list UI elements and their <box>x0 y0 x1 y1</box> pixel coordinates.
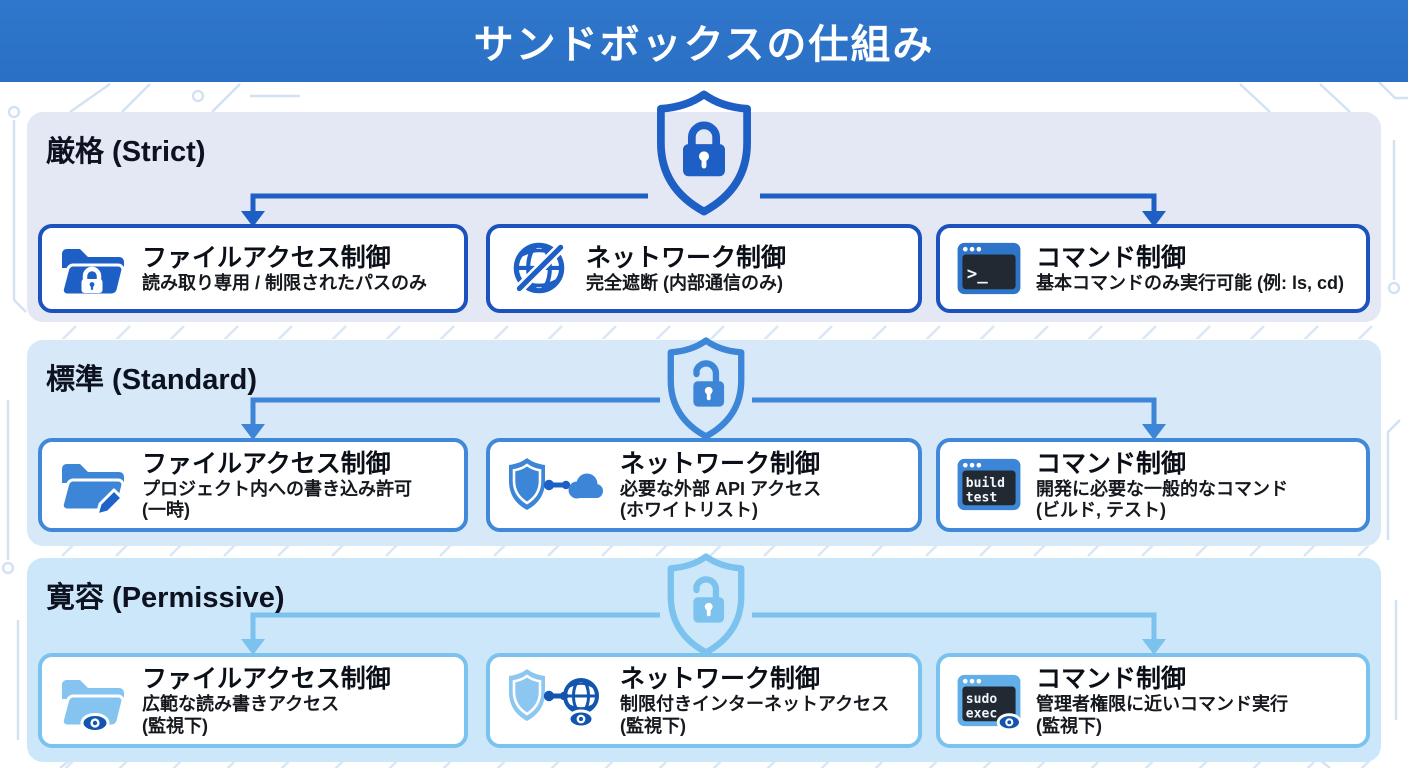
page-title: サンドボックスの仕組み <box>473 23 935 67</box>
permissive-arrow-lines <box>250 612 1157 640</box>
card-permissive-file-access: ファイルアクセス制御 広範な読み書きアクセス (監視下) <box>38 653 468 748</box>
card-title: ファイルアクセス制御 <box>142 665 391 694</box>
card-permissive-network: ネットワーク制御 制限付きインターネットアクセス (監視下) <box>486 653 922 748</box>
card-subtitle: 基本コマンドのみ実行可能 (例: ls, cd) <box>1036 272 1345 293</box>
card-subtitle: 管理者権限に近いコマンド実行 <box>1036 694 1288 715</box>
card-strict-file-access: ファイルアクセス制御 読み取り専用 / 制限されたパスのみ <box>38 224 468 313</box>
permissive-arrowheads <box>241 639 1166 655</box>
shield-unlock-icon <box>667 553 745 656</box>
folder-edit-icon <box>58 453 128 517</box>
shield-unlock-icon <box>667 337 745 440</box>
standard-arrow-lines <box>250 397 1157 425</box>
card-text: ネットワーク制御 必要な外部 API アクセス (ホワイトリスト) <box>620 449 821 521</box>
svg-text:sudo: sudo <box>966 691 998 706</box>
card-subtitle: (ホワイトリスト) <box>620 500 758 520</box>
card-subtitle: (監視下) <box>1036 715 1102 736</box>
card-strict-network: ネットワーク制御 完全遮断 (内部通信のみ) <box>486 224 922 313</box>
card-text: コマンド制御 開発に必要な一般的なコマンド (ビルド, テスト) <box>1036 449 1288 521</box>
card-title: コマンド制御 <box>1036 243 1187 272</box>
card-title: ファイルアクセス制御 <box>142 243 391 272</box>
card-title: ファイルアクセス制御 <box>142 449 391 478</box>
svg-text:exec: exec <box>966 706 997 721</box>
card-text: ネットワーク制御 制限付きインターネットアクセス (監視下) <box>620 664 889 736</box>
card-title: ネットワーク制御 <box>620 449 821 478</box>
header-bar: サンドボックスの仕組み <box>0 0 1408 82</box>
terminal-sudo-eye-icon: sudo exec <box>956 672 1022 731</box>
card-title: ネットワーク制御 <box>586 243 787 272</box>
card-subtitle: 開発に必要な一般的なコマンド <box>1036 478 1288 499</box>
terminal-prompt-icon: >_ <box>956 240 1022 298</box>
card-subtitle: (一時) <box>142 500 190 520</box>
card-text: ネットワーク制御 完全遮断 (内部通信のみ) <box>586 243 786 294</box>
globe-blocked-icon <box>506 236 572 302</box>
card-subtitle: (監視下) <box>142 715 208 736</box>
card-subtitle: (ビルド, テスト) <box>1036 500 1166 520</box>
svg-text:test: test <box>966 490 997 505</box>
card-subtitle: 広範な読み書きアクセス <box>142 694 340 715</box>
folder-eye-icon <box>58 669 128 733</box>
card-title: コマンド制御 <box>1036 665 1187 694</box>
shield-cloud-icon <box>506 454 606 516</box>
card-subtitle: (監視下) <box>620 715 686 736</box>
card-standard-command: build test コマンド制御 開発に必要な一般的なコマンド (ビルド, テ… <box>936 438 1370 532</box>
tier-label-permissive: 寛容 (Permissive) <box>46 582 285 614</box>
shield-lock-icon <box>657 90 751 216</box>
svg-text:build: build <box>966 476 1005 491</box>
strict-arrowheads <box>241 211 1166 227</box>
card-text: ファイルアクセス制御 広範な読み書きアクセス (監視下) <box>142 664 391 736</box>
card-text: ファイルアクセス制御 プロジェクト内への書き込み許可 (一時) <box>142 449 412 521</box>
card-subtitle: 読み取り専用 / 制限されたパスのみ <box>142 272 428 293</box>
card-subtitle: 制限付きインターネットアクセス <box>620 694 890 715</box>
card-subtitle: プロジェクト内への書き込み許可 <box>142 478 412 499</box>
strict-arrow-lines <box>250 193 1157 213</box>
card-permissive-command: sudo exec コマンド制御 管理者権限に近いコマンド実行 (監視下) <box>936 653 1370 748</box>
terminal-build-icon: build test <box>956 456 1022 514</box>
svg-text:>_: >_ <box>967 264 988 284</box>
card-standard-network: ネットワーク制御 必要な外部 API アクセス (ホワイトリスト) <box>486 438 922 532</box>
card-title: ネットワーク制御 <box>620 665 821 694</box>
standard-arrowheads <box>241 424 1166 440</box>
card-text: ファイルアクセス制御 読み取り専用 / 制限されたパスのみ <box>142 243 427 294</box>
card-title: コマンド制御 <box>1036 449 1187 478</box>
card-subtitle: 完全遮断 (内部通信のみ) <box>586 272 783 293</box>
card-subtitle: 必要な外部 API アクセス <box>620 478 822 499</box>
tier-label-strict: 厳格 (Strict) <box>46 136 206 168</box>
shield-globe-eye-icon <box>506 667 606 735</box>
folder-lock-icon <box>58 238 128 300</box>
card-text: コマンド制御 管理者権限に近いコマンド実行 (監視下) <box>1036 664 1288 736</box>
tier-label-standard: 標準 (Standard) <box>46 364 258 396</box>
card-strict-command: >_ コマンド制御 基本コマンドのみ実行可能 (例: ls, cd) <box>936 224 1370 313</box>
card-standard-file-access: ファイルアクセス制御 プロジェクト内への書き込み許可 (一時) <box>38 438 468 532</box>
card-text: コマンド制御 基本コマンドのみ実行可能 (例: ls, cd) <box>1036 243 1344 294</box>
